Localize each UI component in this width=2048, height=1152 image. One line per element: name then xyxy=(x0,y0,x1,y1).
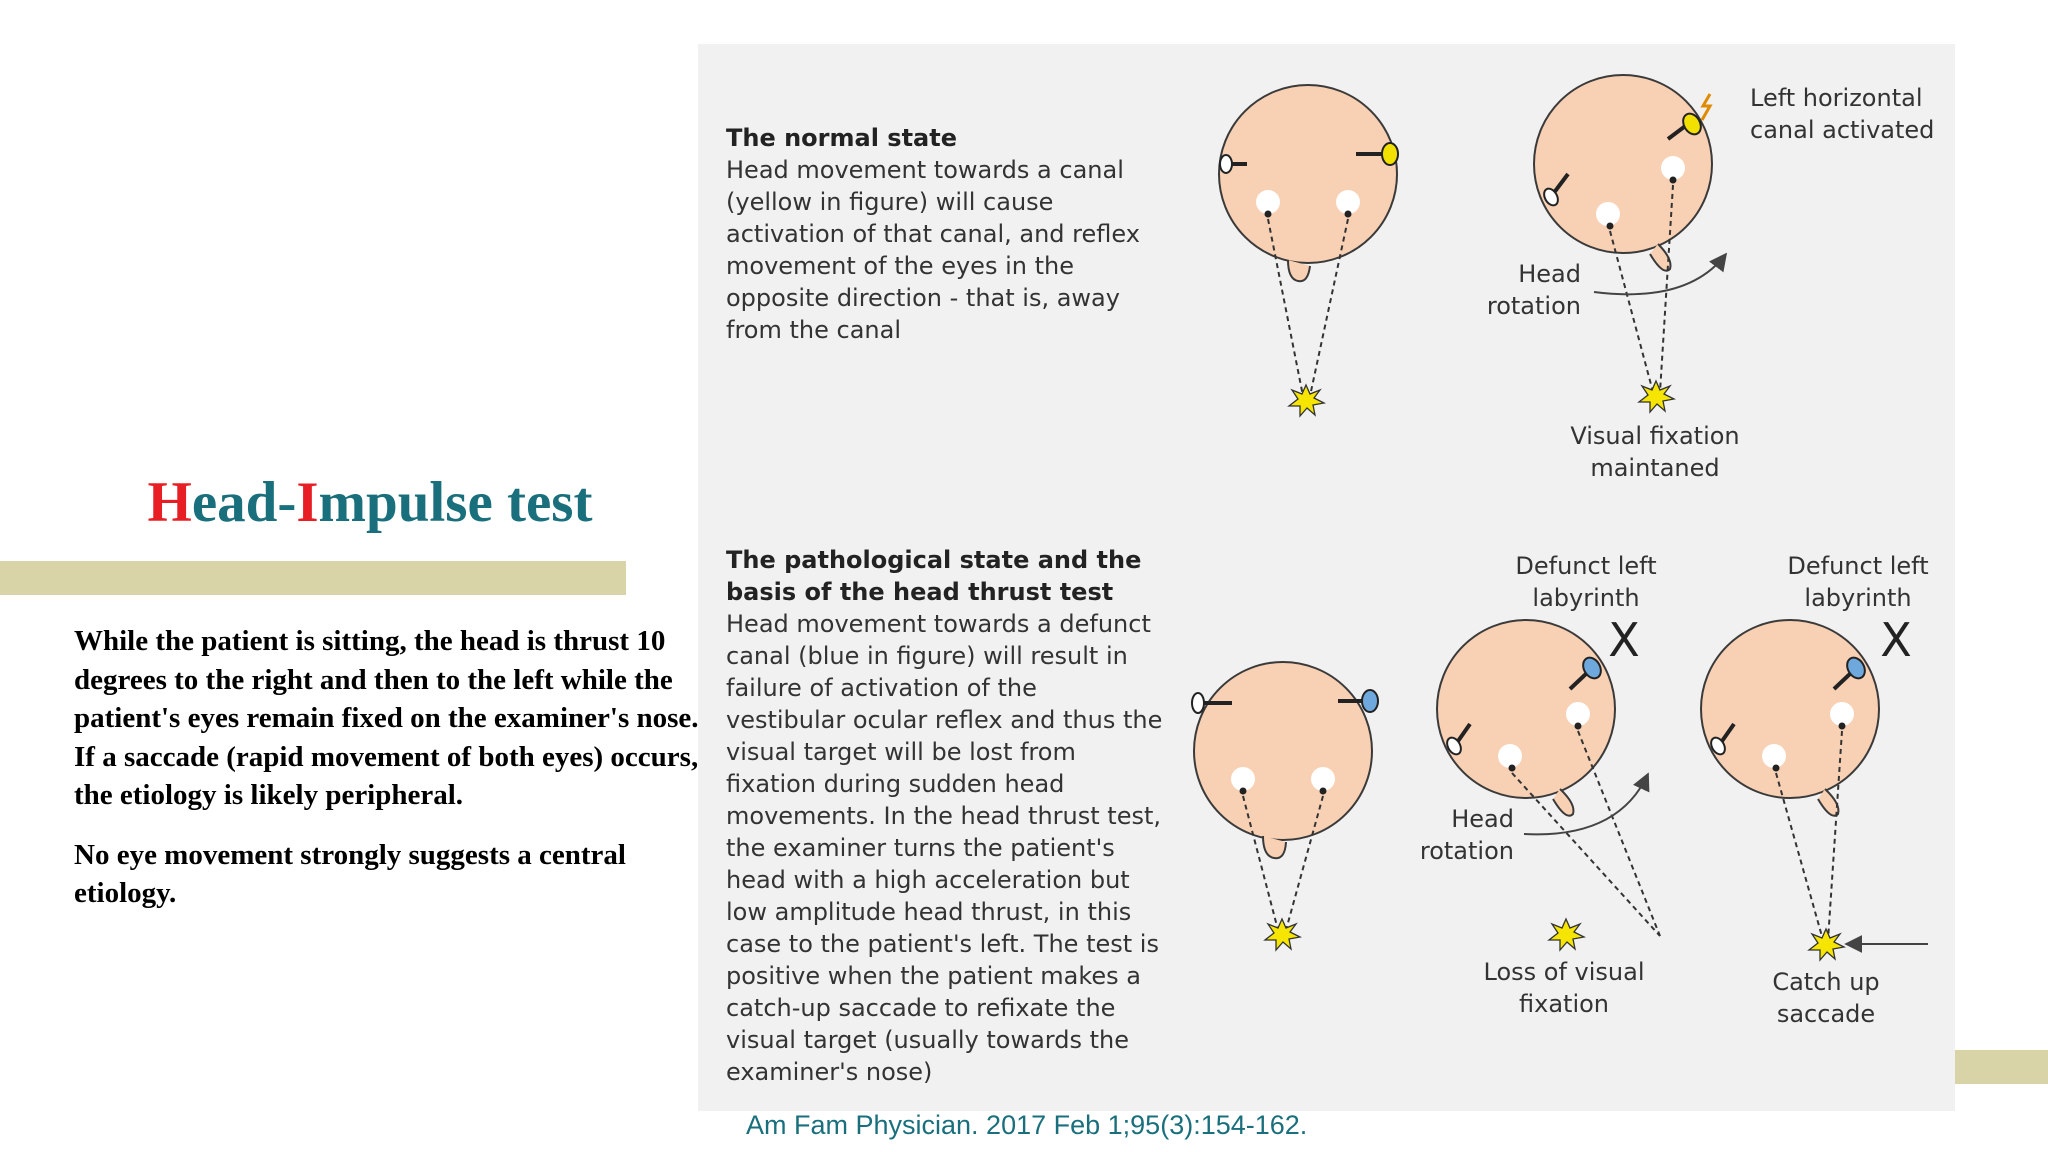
svg-text:(yellow in figure) will cause: (yellow in figure) will cause xyxy=(726,188,1053,216)
corner-accent-band xyxy=(1940,1050,2048,1084)
normal-description: Head movement towards a canal (yellow in… xyxy=(726,156,1140,344)
svg-text:catch-up saccade to refixate t: catch-up saccade to refixate the xyxy=(726,994,1115,1022)
svg-text:canal (blue in figure) will re: canal (blue in figure) will result in xyxy=(726,642,1128,670)
svg-text:activation of that canal, and: activation of that canal, and reflex xyxy=(726,220,1140,248)
pathological-labels: Defunct left labyrinth Defunct left laby… xyxy=(1420,552,1929,1028)
svg-text:labyrinth: labyrinth xyxy=(1532,584,1639,612)
svg-text:vestibular ocular reflex and t: vestibular ocular reflex and thus the xyxy=(726,706,1162,734)
svg-text:Catch up: Catch up xyxy=(1772,968,1879,996)
svg-text:Head: Head xyxy=(1518,260,1581,288)
svg-text:from the canal: from the canal xyxy=(726,316,901,344)
title-part-mpulse: mpulse test xyxy=(318,471,593,534)
svg-text:basis of the head thrust test: basis of the head thrust test xyxy=(726,578,1113,606)
svg-text:Left horizontal: Left horizontal xyxy=(1750,84,1923,112)
svg-text:Defunct left: Defunct left xyxy=(1515,552,1656,580)
svg-text:Head: Head xyxy=(1451,805,1514,833)
svg-text:case to the patient's left. Th: case to the patient's left. The test is xyxy=(726,930,1159,958)
paragraph-central: No eye movement strongly suggests a cent… xyxy=(74,838,626,910)
svg-text:visual target (usually towards: visual target (usually towards the xyxy=(726,1026,1129,1054)
svg-text:opposite direction - that is,: opposite direction - that is, away xyxy=(726,284,1120,312)
svg-text:maintaned: maintaned xyxy=(1590,454,1719,482)
normal-heading: The normal state xyxy=(726,124,957,152)
paragraph-procedure: While the patient is sitting, the head i… xyxy=(74,625,699,811)
svg-text:failure of activation of the: failure of activation of the xyxy=(726,674,1037,702)
normal-head-rotated xyxy=(1533,74,1728,413)
svg-text:low amplitude head thrust, in: low amplitude head thrust, in this xyxy=(726,898,1131,926)
figure-diagram: The normal state Head movement towards a… xyxy=(726,74,1935,1086)
normal-head-forward xyxy=(1218,84,1399,417)
svg-text:positive when the patient make: positive when the patient makes a xyxy=(726,962,1141,990)
svg-text:canal activated: canal activated xyxy=(1750,116,1934,144)
svg-text:fixation during sudden head: fixation during sudden head xyxy=(726,770,1064,798)
title-part-ead: ead- xyxy=(191,471,297,534)
svg-text:examiner's nose): examiner's nose) xyxy=(726,1058,932,1086)
svg-text:Defunct left: Defunct left xyxy=(1787,552,1928,580)
pathological-heading: The pathological state and the basis of … xyxy=(726,546,1141,606)
title-underline-band xyxy=(0,561,626,595)
svg-text:Head movement towards a canal: Head movement towards a canal xyxy=(726,156,1124,184)
svg-text:The pathological state and the: The pathological state and the xyxy=(726,546,1141,574)
head-impulse-figure: The normal state Head movement towards a… xyxy=(698,44,1955,1111)
slide-title: Head-Impulse test xyxy=(0,470,740,535)
svg-text:the examiner turns the patient: the examiner turns the patient's xyxy=(726,834,1115,862)
svg-text:visual target will be lost fro: visual target will be lost from xyxy=(726,738,1076,766)
pathological-head-rotated: X xyxy=(1436,613,1661,951)
svg-text:rotation: rotation xyxy=(1487,292,1581,320)
title-letter-h: H xyxy=(147,471,192,534)
title-letter-i: I xyxy=(296,471,319,534)
svg-text:rotation: rotation xyxy=(1420,837,1514,865)
svg-text:saccade: saccade xyxy=(1777,1000,1875,1028)
pathological-head-catchup: X xyxy=(1700,613,1928,961)
svg-text:movements. In the head thrust: movements. In the head thrust test, xyxy=(726,802,1161,830)
svg-text:Loss of visual: Loss of visual xyxy=(1484,958,1645,986)
x-mark-2: X xyxy=(1880,613,1912,667)
description-text: While the patient is sitting, the head i… xyxy=(74,622,706,934)
svg-text:labyrinth: labyrinth xyxy=(1804,584,1911,612)
svg-text:Visual fixation: Visual fixation xyxy=(1570,422,1739,450)
svg-text:movement of the eyes in the: movement of the eyes in the xyxy=(726,252,1074,280)
pathological-description: Head movement towards a defunct canal (b… xyxy=(726,610,1162,1086)
x-mark-1: X xyxy=(1608,613,1640,667)
pathological-head-forward xyxy=(1191,661,1379,951)
svg-text:fixation: fixation xyxy=(1519,990,1609,1018)
citation: Am Fam Physician. 2017 Feb 1;95(3):154-1… xyxy=(746,1110,1308,1140)
svg-text:Head movement towards a defunc: Head movement towards a defunct xyxy=(726,610,1151,638)
normal-labels: Left horizontal canal activated Head rot… xyxy=(1487,84,1935,482)
svg-text:head with a high acceleration: head with a high acceleration but xyxy=(726,866,1130,894)
